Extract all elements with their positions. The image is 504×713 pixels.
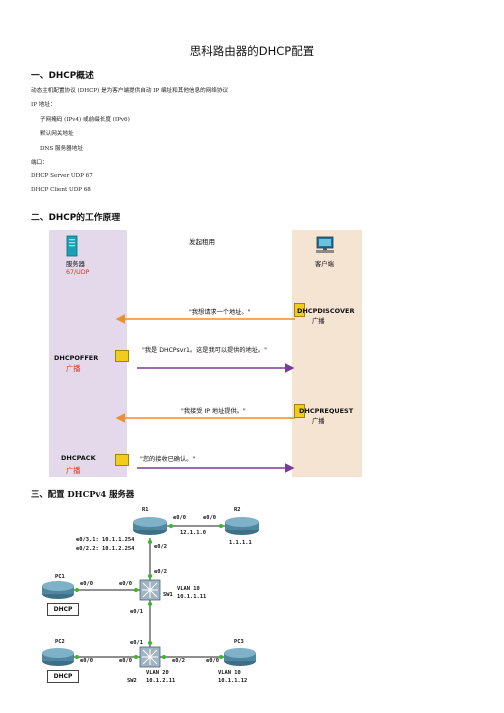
ack-bubble: "您的接收已确认。" bbox=[140, 456, 196, 463]
message-envelope bbox=[115, 350, 129, 362]
discover-bubble: "我想请求一个地址。" bbox=[189, 309, 251, 316]
sw1-vlan: VLAN 10 bbox=[177, 586, 200, 592]
r1-label: R1 bbox=[142, 507, 149, 513]
r2-label: R2 bbox=[234, 507, 241, 513]
sw2-label: SW2 bbox=[127, 678, 137, 684]
pc3-ip: 10.1.1.12 bbox=[218, 678, 248, 684]
pc3-e00-label: e0/0 bbox=[206, 658, 219, 664]
message-arrows bbox=[115, 314, 295, 473]
message-envelope bbox=[115, 454, 129, 466]
message-envelope bbox=[294, 404, 305, 418]
sw2-e02-label: e0/2 bbox=[172, 658, 185, 664]
ack-mode: 广播 bbox=[66, 466, 81, 475]
overview-line: 动态主机配置协议 (DHCP) 是为客户端提供自动 IP 编址和其他信息的网络协… bbox=[31, 88, 229, 94]
r2-e00-label: e0/0 bbox=[203, 515, 216, 521]
r1-e00-label: e0/0 bbox=[173, 515, 186, 521]
pc1-e00-label: e0/0 bbox=[80, 581, 93, 587]
overview-line: 端口： bbox=[31, 160, 48, 166]
server-label: 服务器 bbox=[66, 261, 85, 268]
port-status-dots bbox=[75, 524, 223, 659]
offer-bubble: "我是 DHCPsvr1。这是我可以提供的地址。" bbox=[142, 347, 268, 354]
link-r1-r2-net: 12.1.1.0 bbox=[180, 530, 206, 536]
r2-address: 1.1.1.1 bbox=[229, 540, 252, 546]
ack-name: DHCPACK bbox=[61, 454, 96, 462]
sw2-e00-label: e0/0 bbox=[119, 658, 132, 664]
pc3-vlan: VLAN 10 bbox=[218, 670, 241, 676]
router-icon bbox=[225, 517, 259, 535]
diagram-caption: 发起租用 bbox=[189, 238, 215, 246]
overview-line: 默认网关地址 bbox=[40, 131, 74, 137]
page-title: 思科路由器的DHCP配置 bbox=[189, 44, 315, 58]
router-icon bbox=[224, 648, 256, 666]
r1-subif1: e0/3.1: 10.1.1.254 bbox=[76, 537, 135, 543]
sw1-ip: 10.1.1.11 bbox=[177, 594, 207, 600]
network-topology: R1 R2 e0/0 e0/0 12.1.1.0 1.1.1.1 e0/3.1:… bbox=[0, 500, 504, 713]
sw1-label: SW1 bbox=[163, 592, 173, 598]
client-pc-icon bbox=[316, 236, 334, 253]
offer-name: DHCPOFFER bbox=[54, 354, 99, 362]
sw1-e01-label: e0/1 bbox=[130, 609, 143, 615]
overview-line: DNS 服务器地址 bbox=[40, 146, 83, 152]
pc3-label: PC3 bbox=[234, 639, 244, 645]
offer-mode: 广播 bbox=[66, 364, 81, 373]
switch-icon bbox=[139, 579, 161, 601]
client-column bbox=[292, 230, 362, 477]
pc1-dhcp-tag: DHCP bbox=[47, 603, 79, 616]
dhcp-process-diagram: 服务器 67/UDP 发起租用 客户端 "我想请求一个地址。" "我是 DHCP… bbox=[49, 230, 362, 477]
sw1-e02-label: e0/2 bbox=[154, 569, 167, 575]
topology-links bbox=[42, 517, 259, 668]
client-label: 客户端 bbox=[315, 261, 334, 268]
overview-line: 子网掩码 (IPv4) 或前缀长度 (IPv6) bbox=[40, 117, 130, 123]
pc2-label: PC2 bbox=[55, 639, 65, 645]
discover-name: DHCPDISCOVER bbox=[297, 307, 355, 315]
sw2-ip: 10.1.2.11 bbox=[146, 678, 176, 684]
discover-mode: 广播 bbox=[312, 318, 325, 325]
sw2-vlan: VLAN 20 bbox=[146, 670, 169, 676]
pc2-e00-label: e0/0 bbox=[80, 658, 93, 664]
r1-e02-label: e0/2 bbox=[154, 544, 167, 550]
pc2-dhcp-tag: DHCP bbox=[47, 670, 79, 683]
overview-line: DHCP Server UDP 67 bbox=[31, 173, 93, 179]
server-column bbox=[49, 230, 127, 477]
message-envelope bbox=[294, 303, 305, 317]
r1-subif2: e0/2.2: 10.1.2.254 bbox=[76, 546, 135, 552]
section-heading-overview: 一、DHCP概述 bbox=[31, 71, 94, 81]
section-heading-config: 三、配置 DHCPv4 服务器 bbox=[31, 489, 135, 499]
sw1-e00-label: e0/0 bbox=[119, 581, 132, 587]
server-icon bbox=[66, 235, 78, 257]
switch-icon bbox=[139, 646, 161, 668]
router-icon bbox=[133, 517, 167, 535]
section-heading-principle: 二、DHCP的工作原理 bbox=[31, 213, 121, 223]
overview-line: DHCP Client UDP 68 bbox=[31, 187, 91, 193]
pc1-label: PC1 bbox=[55, 574, 65, 580]
server-port: 67/UDP bbox=[66, 269, 90, 276]
sw2-e01-label: e0/1 bbox=[130, 640, 143, 646]
router-icon bbox=[42, 581, 74, 599]
request-name: DHCPREQUEST bbox=[299, 407, 354, 415]
router-icon bbox=[42, 648, 74, 666]
request-bubble: "我接受 IP 地址提供。" bbox=[181, 408, 246, 415]
overview-line: IP 地址： bbox=[31, 102, 56, 108]
request-mode: 广播 bbox=[312, 418, 325, 425]
